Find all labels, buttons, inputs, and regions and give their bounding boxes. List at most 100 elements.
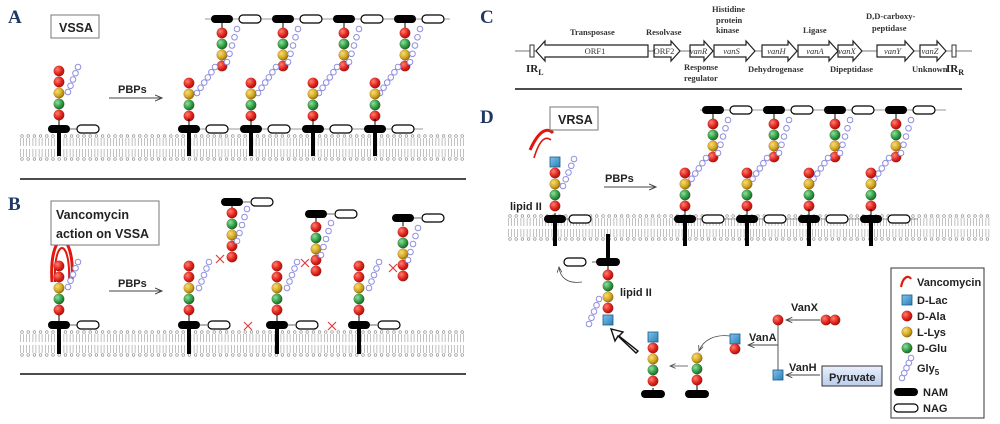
lipid-head [960, 237, 965, 241]
ir-left-marker [529, 44, 535, 58]
glycine-ring [412, 232, 419, 240]
lipid-tail [317, 334, 322, 342]
lipid-head [638, 237, 642, 241]
lipid-tail [404, 334, 409, 342]
lipid-head [76, 353, 80, 357]
lipid-head [45, 134, 49, 138]
lipid-head [355, 157, 359, 161]
lipid-head [299, 330, 303, 334]
lipid-head [936, 214, 940, 218]
d-ala-residue [353, 271, 365, 283]
d-glu-residue [803, 189, 815, 201]
lipid-head [367, 157, 371, 161]
lipid-head [330, 134, 334, 138]
lipid-head [411, 353, 415, 357]
lipid-head [218, 134, 222, 138]
lipid-head [206, 353, 210, 357]
cross-mark [243, 321, 253, 331]
lipid-head [404, 330, 409, 334]
l-lys-residue [271, 282, 283, 294]
lipid-head [526, 214, 531, 218]
lipid-tail [423, 334, 427, 342]
l-lys-icon [901, 326, 913, 338]
nam-sugar [641, 390, 665, 398]
panel-letter-a: A [8, 7, 22, 28]
lipid-tail [386, 149, 390, 157]
vssa-label: VSSA [59, 21, 93, 35]
lipid-tail [979, 218, 983, 226]
lipid-tail [88, 138, 92, 146]
d-glu-residue [307, 99, 319, 111]
lipid-tail [324, 138, 328, 146]
lipid-tail [26, 345, 30, 353]
lipid-tail [76, 345, 80, 353]
lipid-tail [212, 138, 216, 146]
lipid-head [181, 353, 185, 357]
panel-a-crosslink-unit [364, 14, 445, 156]
d-ala-residue [729, 343, 741, 355]
lipid-tail [20, 138, 24, 146]
l-lys-residue [768, 140, 780, 152]
nag-sugar [568, 214, 592, 224]
glycine-ring [72, 69, 79, 77]
glycine-ring [203, 265, 210, 272]
lipid-tail [398, 345, 402, 353]
lipid-tail [231, 345, 235, 353]
lipid-tail [824, 229, 828, 237]
nag-sugar [76, 320, 100, 330]
d-lac-residue [729, 333, 741, 345]
nam-sugar [674, 215, 696, 223]
lipid-head [644, 214, 649, 218]
l-lys-residue [338, 49, 350, 61]
lipid-tail [669, 229, 673, 237]
lipid-tail [985, 218, 990, 226]
lipid-tail [69, 334, 74, 342]
lipid-head [911, 214, 915, 218]
lipid-head [657, 237, 661, 241]
lipid-head [336, 134, 340, 138]
lipid-tail [169, 138, 173, 146]
lipid-head [287, 353, 291, 357]
lipid-tail [113, 138, 117, 146]
lipid-head [138, 134, 142, 138]
lipid-tail [361, 138, 365, 146]
nam-sugar [364, 125, 386, 133]
glycine-ring [322, 79, 330, 86]
lipid-head [82, 353, 86, 357]
nag-sugar [790, 105, 814, 115]
lipid-tail [675, 229, 680, 237]
lipid-tail [156, 334, 161, 342]
lipid-head [849, 237, 853, 241]
lipid-tail [100, 334, 105, 342]
lipid-tail [429, 149, 433, 157]
lipid-head [187, 353, 191, 357]
lipid-tail [601, 229, 605, 237]
lipid-tail [330, 345, 334, 353]
lipid-head [249, 330, 253, 334]
gene-name-vany: vanY [884, 46, 902, 56]
lipid-head [268, 353, 272, 357]
lipid-tail [268, 334, 272, 342]
nam-sugar [544, 215, 566, 223]
lipid-tail [206, 149, 210, 157]
lipid-tail [719, 229, 723, 237]
lipid-head [911, 237, 915, 241]
lipid-head [588, 237, 593, 241]
lipid-tail [954, 218, 959, 226]
lipid-head [750, 237, 754, 241]
lipid-tail [342, 334, 347, 342]
glycine-ring [691, 170, 699, 177]
glycine-ring [355, 25, 363, 33]
lipid-head [880, 214, 884, 218]
d-ala-residue [397, 226, 409, 238]
lipid-head [125, 353, 129, 357]
lipid-tail [218, 138, 223, 146]
glycine-ring [272, 63, 280, 71]
lipid-head [954, 214, 959, 218]
lipid-head [663, 214, 667, 218]
lipid-tail [706, 229, 711, 237]
lipid-head [411, 157, 415, 161]
lipid-head [280, 330, 285, 334]
glycine-ring [882, 159, 889, 167]
glycine-ring [844, 124, 851, 132]
